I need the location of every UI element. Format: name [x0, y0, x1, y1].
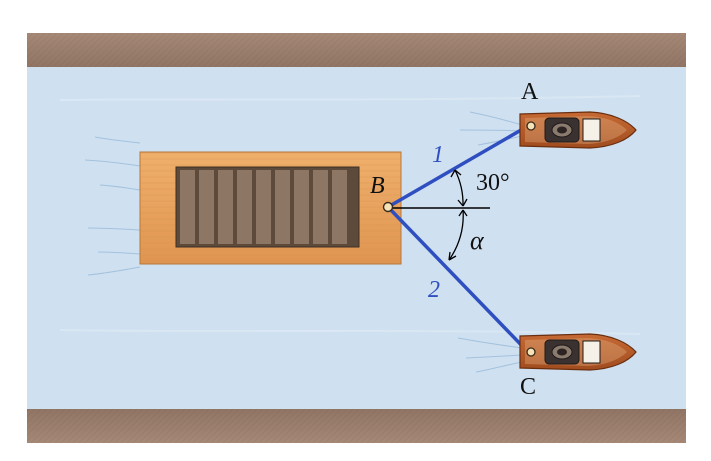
- cargo-slats: [180, 170, 347, 244]
- angle-arc-alpha: [448, 209, 464, 261]
- boat-a-window: [582, 118, 601, 142]
- cable-2: [386, 205, 530, 354]
- label-angle-30: 30°: [476, 170, 510, 196]
- angle-arcs: [448, 169, 468, 261]
- label-point-c: C: [520, 374, 536, 400]
- barge: [139, 151, 402, 265]
- boat-c-window: [582, 340, 601, 364]
- pin-b: [382, 201, 394, 213]
- cables: [386, 124, 530, 354]
- boat-a: [519, 111, 637, 149]
- label-point-a: A: [521, 79, 539, 105]
- cable-1: [386, 124, 530, 209]
- label-cable-2: 2: [428, 277, 440, 303]
- bottom-bank-texture: [27, 409, 686, 443]
- label-angle-alpha: α: [470, 226, 485, 255]
- boat-c: [519, 333, 637, 371]
- label-point-b: B: [370, 173, 385, 199]
- angle-arc-30: [454, 169, 464, 207]
- label-cable-1: 1: [432, 142, 444, 168]
- top-bank-texture: [27, 33, 686, 67]
